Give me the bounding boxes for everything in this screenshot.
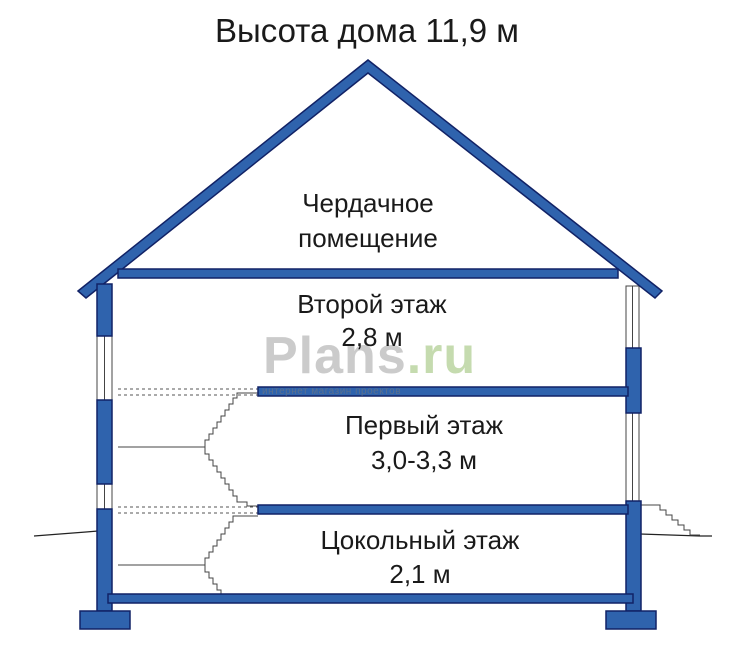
left-wall-middle (96, 399, 113, 485)
second-floor-name: Второй этаж (297, 289, 447, 319)
structure (76, 59, 664, 630)
attic-label-line1: Чердачное (302, 188, 434, 218)
first-floor-slab (257, 504, 629, 515)
first-floor-height: 3,0-3,3 м (370, 445, 478, 475)
left-footing (79, 610, 131, 630)
ground-line (33, 530, 712, 537)
first-floor-name: Первый этаж (344, 410, 504, 440)
basement-name: Цокольный этаж (320, 525, 520, 555)
exterior-steps (640, 504, 700, 536)
interior-staircase (118, 392, 258, 599)
house-height-title: Высота дома 11,9 м (215, 12, 519, 49)
right-wall-middle (625, 347, 642, 414)
dashed-level-lines (118, 388, 258, 514)
left-wall-upper (96, 283, 113, 337)
right-footing (605, 610, 657, 630)
second-floor-height: 2,8 м (341, 322, 403, 352)
watermark-part1: Plans (263, 327, 407, 385)
watermark-subtitle: интернет магазин проектов (262, 386, 402, 397)
watermark-logo: Plans.ru (263, 330, 476, 382)
attic-floor-slab (117, 268, 619, 279)
roof (76, 59, 664, 300)
basement-height: 2,1 м (389, 559, 451, 589)
basement-floor-slab (107, 593, 634, 604)
second-floor-slab (257, 386, 629, 397)
watermark-part2: .ru (406, 327, 477, 385)
attic-label-line2: помещение (298, 223, 438, 253)
